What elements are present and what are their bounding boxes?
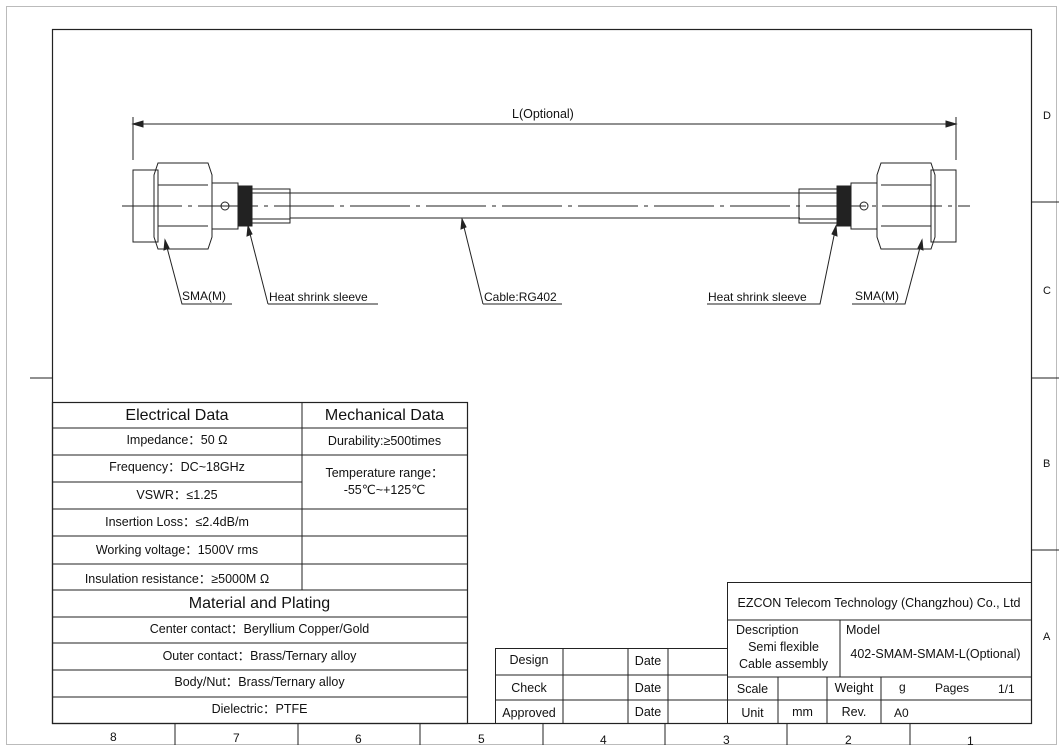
col-mark-6: 6 <box>355 732 362 746</box>
col-mark-3: 3 <box>723 733 730 747</box>
electrical-row-impedance: Impedance：50 Ω <box>126 433 228 447</box>
unit-label: Unit <box>741 706 764 720</box>
mechanical-durability: Durability:≥500times <box>327 434 442 448</box>
signoff-design-date-label: Date <box>634 654 662 668</box>
callout-right-sleeve: Heat shrink sleeve <box>708 290 807 304</box>
callout-left-connector: SMA(M) <box>182 289 226 303</box>
col-mark-7: 7 <box>233 731 240 745</box>
rev-label: Rev. <box>841 705 867 719</box>
row-mark-a: A <box>1043 631 1051 643</box>
material-row-dielectric: Dielectric：PTFE <box>211 702 308 716</box>
col-mark-2: 2 <box>845 733 852 747</box>
rev-value: A0 <box>894 706 909 720</box>
callout-left-sleeve: Heat shrink sleeve <box>269 290 368 304</box>
pages-label: Pages <box>935 681 970 695</box>
mechanical-header: Mechanical Data <box>324 407 445 424</box>
company-name: EZCON Telecom Technology (Changzhou) Co.… <box>737 596 1021 610</box>
row-mark-b: B <box>1043 458 1051 470</box>
row-mark-c: C <box>1043 285 1051 297</box>
material-row-body-nut: Body/Nut：Brass/Ternary alloy <box>174 675 345 689</box>
description-line-2: Cable assembly <box>739 657 828 671</box>
callout-right-connector: SMA(M) <box>855 289 899 303</box>
material-row-outer-contact: Outer contact：Brass/Ternary alloy <box>162 649 357 663</box>
callout-cable: Cable:RG402 <box>484 290 557 304</box>
description-line-1: Semi flexible <box>748 640 819 654</box>
dimension-label: L(Optional) <box>510 107 576 121</box>
pages-value: 1/1 <box>998 682 1015 696</box>
signoff-design-label: Design <box>509 653 549 667</box>
signoff-approved-date-label: Date <box>634 705 662 719</box>
electrical-header: Electrical Data <box>125 407 229 424</box>
electrical-row-frequency: Frequency：DC~18GHz <box>109 460 245 474</box>
row-mark-d: D <box>1043 110 1051 122</box>
mechanical-temperature-label: Temperature range： <box>325 466 444 480</box>
model-value: 402-SMAM-SMAM-L(Optional) <box>850 647 1021 661</box>
electrical-row-working-voltage: Working voltage：1500V rms <box>95 543 259 557</box>
electrical-row-insulation: Insulation resistance：≥5000M Ω <box>84 572 270 586</box>
signoff-check-label: Check <box>511 681 547 695</box>
weight-value: g <box>899 680 906 694</box>
material-row-center-contact: Center contact：Beryllium Copper/Gold <box>149 622 370 636</box>
weight-label: Weight <box>834 681 874 695</box>
electrical-row-vswr: VSWR：≤1.25 <box>136 488 218 502</box>
signoff-approved-label: Approved <box>502 706 556 720</box>
model-label: Model <box>846 623 881 637</box>
mechanical-temperature-value: -55℃~+125℃ <box>343 483 426 497</box>
col-mark-8: 8 <box>110 730 117 744</box>
col-mark-4: 4 <box>600 733 607 747</box>
col-mark-5: 5 <box>478 732 485 746</box>
unit-value: mm <box>792 705 813 719</box>
electrical-row-insertion-loss: Insertion Loss：≤2.4dB/m <box>105 515 249 529</box>
col-mark-1: 1 <box>967 734 974 748</box>
scale-label: Scale <box>736 682 769 696</box>
signoff-check-date-label: Date <box>634 681 662 695</box>
material-header: Material and Plating <box>188 595 331 612</box>
description-label: Description <box>736 623 799 637</box>
